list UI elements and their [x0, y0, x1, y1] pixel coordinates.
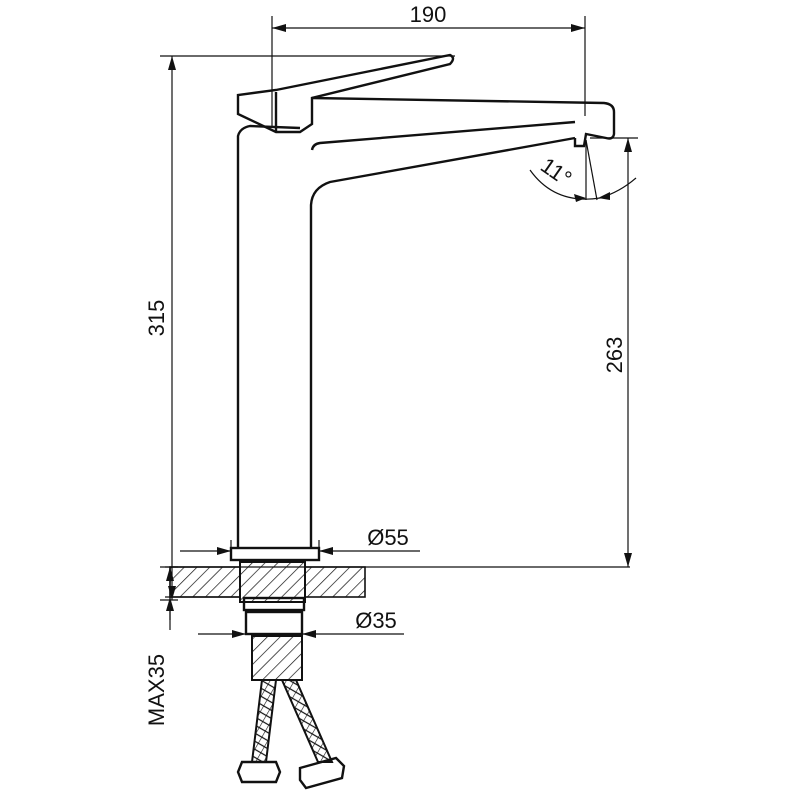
faucet-body	[236, 53, 616, 548]
dimension-height-315: 315	[144, 55, 455, 601]
shank-tail	[251, 635, 303, 681]
dimension-height-263: 263	[590, 137, 638, 567]
base-assembly	[165, 546, 630, 681]
threaded-shank	[242, 596, 306, 612]
hose-left-nut	[236, 760, 282, 784]
countertop-right-section	[304, 566, 366, 598]
dimension-label-190: 190	[410, 2, 447, 27]
dimension-width-190: 190	[271, 2, 586, 126]
dimension-max-35: MAX35	[144, 566, 178, 726]
hose-left	[250, 679, 278, 763]
dimension-label-263: 263	[602, 337, 627, 374]
shank-washer	[244, 610, 304, 636]
dimension-label-315: 315	[144, 300, 169, 337]
supply-hoses	[236, 679, 346, 790]
hose-right	[280, 679, 334, 763]
faucet-column	[236, 124, 301, 548]
hose-right-nut	[298, 756, 346, 790]
spout-lower-edge	[310, 120, 576, 151]
dimension-label-max35: MAX35	[144, 654, 169, 726]
faucet-column-right	[309, 136, 576, 548]
base-flange	[229, 546, 321, 562]
dimension-angle-11: 11°	[529, 139, 637, 202]
dimension-diameter-55: Ø55	[180, 525, 420, 560]
faucet-lever-handle	[236, 53, 455, 134]
mounting-nut	[239, 561, 306, 603]
dimension-label-angle: 11°	[536, 153, 576, 192]
dimension-label-diameter-35: Ø35	[355, 608, 397, 633]
countertop-left-section	[169, 566, 241, 598]
dimension-diameter-35: Ø35	[198, 608, 404, 638]
dimension-label-diameter-55: Ø55	[367, 525, 409, 550]
